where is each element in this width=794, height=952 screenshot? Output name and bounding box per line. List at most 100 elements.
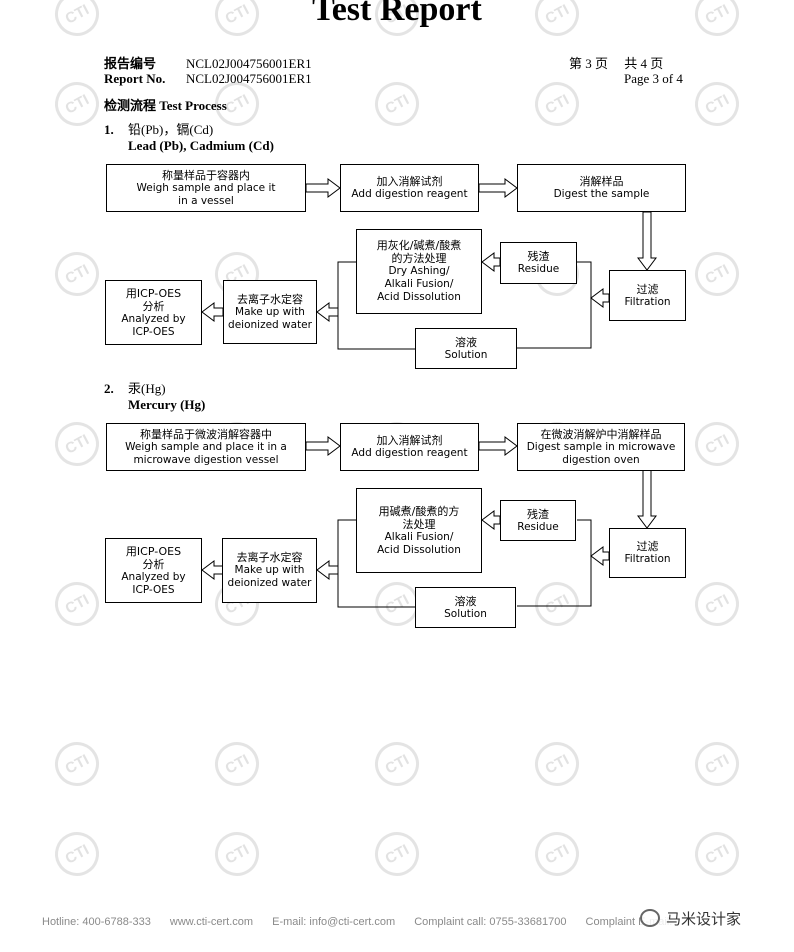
p2-solution-cn: 溶液 — [454, 594, 477, 608]
p2-makeup-en-2: deionized water — [227, 577, 312, 589]
section-heading-en: Test Process — [159, 98, 227, 113]
footer: Hotline: 400-6788-333 www.cti-cert.com E… — [42, 916, 688, 928]
footer-website[interactable]: www.cti-cert.com — [169, 916, 254, 928]
p1-arrow-to-makeup — [316, 302, 339, 322]
process1-title-en: Lead (Pb), Cadmium (Cd) — [128, 138, 274, 153]
p2-digest-box: 在微波消解炉中消解样品 Digest sample in microwave d… — [517, 423, 685, 471]
p2-digest-en-2: digestion oven — [562, 453, 640, 466]
p2-treat-en-2: Acid Dissolution — [377, 543, 461, 556]
brand-name: 马米设计家 — [666, 909, 742, 928]
p1-line-filtration-solution — [517, 298, 592, 349]
p2-analyze-box: 用ICP-OES 分析 Analyzed by ICP-OES — [105, 538, 202, 603]
p2-reagent-en: Add digestion reagent — [351, 447, 468, 459]
p1-arrow-residue-treatment — [481, 252, 501, 272]
p1-reagent-cn: 加入消解试剂 — [376, 175, 443, 188]
footer-email[interactable]: E-mail: info@cti-cert.com — [272, 916, 396, 928]
p1-arrow-reagent-digest — [478, 178, 518, 198]
p2-treat-cn-1: 用碱煮/酸煮的方 — [378, 504, 460, 518]
p2-solution-box: 溶液 Solution — [415, 587, 516, 628]
wechat-icon — [640, 909, 660, 927]
p2-filtration-box: 过滤 Filtration — [609, 528, 686, 578]
p1-residue-en: Residue — [517, 263, 560, 275]
page-indicator-cn: 第 3 页 共 4 页 — [569, 56, 664, 71]
p2-makeup-box: 去离子水定容 Make up with deionized water — [222, 538, 317, 603]
p1-arrow-weigh-reagent — [305, 178, 341, 198]
p1-digest-en: Digest the sample — [553, 188, 650, 200]
report-number-label-cn: 报告编号 — [104, 56, 157, 71]
p1-makeup-en-2: deionized water — [228, 318, 312, 331]
p1-analyze-en-1: Analyzed by — [121, 312, 186, 325]
p1-weigh-en-1: Weigh sample and place it — [136, 181, 276, 194]
p1-treat-en-2: Alkali Fusion/ — [384, 278, 454, 290]
p1-treat-cn-1: 用灰化/碱煮/酸煮 — [376, 239, 462, 252]
footer-hotline: Hotline: 400-6788-333 — [42, 916, 151, 928]
p1-analyze-en-2: ICP-OES — [132, 325, 175, 338]
p1-residue-cn: 残渣 — [527, 250, 550, 263]
p1-weigh-box: 称量样品于容器内 Weigh sample and place it in a … — [106, 164, 306, 212]
p1-solution-en: Solution — [444, 348, 488, 361]
p1-analyze-cn-2: 分析 — [142, 299, 165, 313]
report-number-label-en: Report No. — [104, 71, 166, 86]
p1-digest-box: 消解样品 Digest the sample — [517, 164, 686, 212]
p2-treat-cn-2: 法处理 — [402, 517, 436, 531]
p2-reagent-box: 加入消解试剂 Add digestion reagent — [340, 423, 479, 471]
p1-reagent-box: 加入消解试剂 Add digestion reagent — [340, 164, 479, 212]
p2-residue-en: Residue — [517, 520, 559, 533]
p1-treat-en-1: Dry Ashing/ — [388, 265, 450, 277]
p2-weigh-en-1: Weigh sample and place it in a — [125, 440, 287, 453]
p1-reagent-en: Add digestion reagent — [351, 188, 468, 200]
p2-digest-en-1: Digest sample in microwave — [526, 440, 676, 453]
p1-treat-cn-2: 的方法处理 — [391, 252, 447, 265]
p2-makeup-en-1: Make up with — [234, 564, 305, 576]
p1-residue-box: 残渣 Residue — [500, 242, 577, 284]
p2-line-filtration-residue — [577, 519, 592, 556]
p1-makeup-box: 去离子水定容 Make up with deionized water — [223, 280, 317, 344]
p2-arrow-weigh-reagent — [305, 436, 341, 456]
p2-analyze-en-2: ICP-OES — [132, 583, 175, 596]
report-number-en: NCL02J004756001ER1 — [186, 71, 312, 86]
p2-filtration-en: Filtration — [624, 553, 671, 565]
p2-treat-en-1: Alkali Fusion/ — [384, 530, 454, 543]
p2-arrow-digest-filtration — [637, 469, 657, 529]
p1-analyze-box: 用ICP-OES 分析 Analyzed by ICP-OES — [105, 280, 202, 345]
process2-title-cn: 汞(Hg) — [128, 381, 166, 396]
p2-arrow-to-filtration — [590, 546, 610, 566]
p1-arrow-digest-filtration — [637, 211, 657, 271]
p2-arrow-residue-treatment — [481, 510, 501, 530]
section-heading: 检测流程 Test Process — [104, 98, 227, 113]
p2-line-treatment-solution — [337, 519, 415, 608]
p1-analyze-cn-1: 用ICP-OES — [125, 286, 182, 300]
p1-treatment-box: 用灰化/碱煮/酸煮 的方法处理 Dry Ashing/ Alkali Fusio… — [356, 229, 482, 314]
p2-arrow-reagent-digest — [478, 436, 518, 456]
p1-filtration-en: Filtration — [624, 295, 671, 308]
p2-digest-cn: 在微波消解炉中消解样品 — [540, 427, 662, 441]
p1-filtration-box: 过滤 Filtration — [609, 270, 686, 321]
report-number-cn: NCL02J004756001ER1 — [186, 56, 312, 71]
p1-weigh-en-2: in a vessel — [178, 194, 234, 207]
p1-weigh-cn: 称量样品于容器内 — [162, 168, 250, 182]
process2-title-en: Mercury (Hg) — [128, 397, 206, 412]
p1-filtration-cn: 过滤 — [636, 282, 659, 296]
p2-makeup-cn: 去离子水定容 — [236, 551, 303, 564]
p1-arrow-to-filtration — [590, 288, 610, 308]
p2-weigh-cn: 称量样品于微波消解容器中 — [140, 427, 272, 441]
report-title: Test Report — [312, 0, 482, 28]
process2-number: 2. — [104, 381, 114, 396]
p2-solution-en: Solution — [444, 607, 487, 620]
p2-analyze-cn-1: 用ICP-OES — [125, 544, 182, 558]
p1-digest-cn: 消解样品 — [579, 175, 624, 188]
brand-badge: 马米设计家 — [640, 905, 780, 931]
p2-line-filtration-solution — [517, 556, 592, 607]
p2-residue-box: 残渣 Residue — [500, 500, 576, 541]
process1-title-cn: 铅(Pb)，镉(Cd) — [128, 122, 214, 137]
process1-number: 1. — [104, 122, 114, 137]
p2-reagent-cn: 加入消解试剂 — [376, 434, 443, 447]
p2-analyze-cn-2: 分析 — [142, 557, 165, 571]
footer-complaint-call: Complaint call: 0755-33681700 — [414, 916, 567, 928]
p1-solution-cn: 溶液 — [455, 335, 477, 349]
p2-residue-cn: 残渣 — [527, 507, 549, 521]
page-indicator-en: Page 3 of 4 — [624, 71, 683, 86]
p2-analyze-en-1: Analyzed by — [121, 570, 186, 583]
p2-arrow-to-makeup — [316, 560, 339, 580]
